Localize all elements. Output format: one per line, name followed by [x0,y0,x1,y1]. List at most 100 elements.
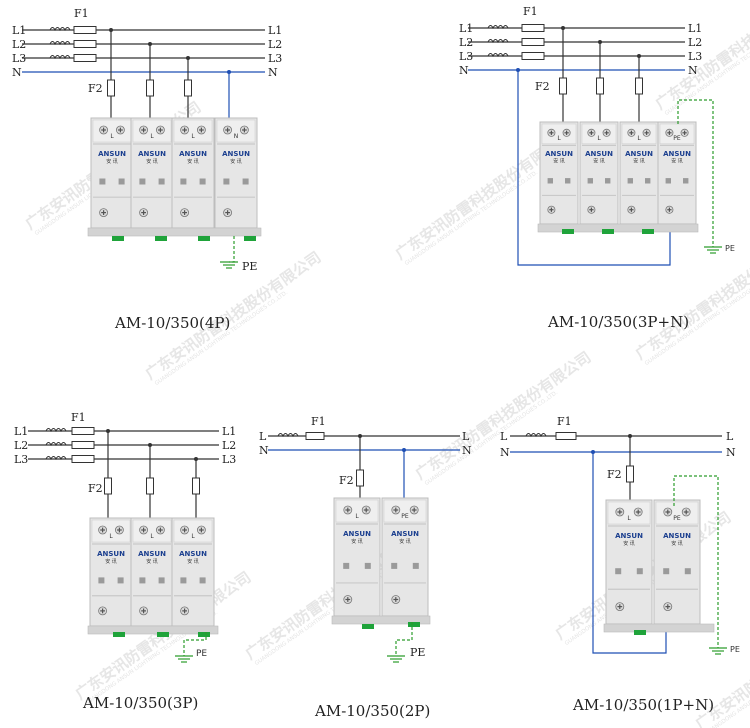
label-l2-right: L2 [268,38,282,51]
label-l1-left: L1 [14,425,28,438]
label-n-right: N [688,64,698,77]
terminal-screw [180,525,190,535]
label-l3-left: L3 [459,50,473,63]
status-window [364,562,371,569]
inductor-symbol [45,456,67,461]
watermark-subtext: GUANGDONG ANSUN LIGHTNING TECHNOLOGIES C… [154,290,289,387]
brand-logo: ANSUN [615,532,643,540]
brand-logo: ANSUN [343,530,371,538]
brand-logo: ANSUN [98,150,126,158]
label-pe: PE [196,649,207,659]
label-n-left: N [500,446,510,459]
inductor-symbol [45,428,67,433]
fuse-f2 [146,477,154,495]
brand-logo: ANSUN [179,150,207,158]
top-terminal-block [335,499,379,523]
din-rail [87,625,219,635]
top-terminal-block [132,519,172,543]
inductor-symbol [487,39,509,44]
watermark-subtext: GUANGDONG ANSUN LIGHTNING TECHNOLOGIES C… [404,170,539,267]
status-window [242,178,249,185]
status-window [684,568,691,575]
fuse-f2 [356,469,364,487]
brand-logo: ANSUN [97,550,125,558]
status-window [199,178,206,185]
terminal-screw [361,505,371,515]
fuse-f2 [184,79,192,97]
terminal-screw [633,507,643,517]
fuse-f2 [104,477,112,495]
terminal-screw [155,525,165,535]
pin-label: PE [401,513,409,520]
status-window [118,178,125,185]
terminal-screw [99,125,108,135]
pin-label: PE [673,515,681,522]
status-window [180,577,187,584]
earth-lead [395,622,413,656]
terminal-screw [139,125,149,135]
label-pe: PE [410,646,425,659]
label-l3-left: L3 [14,453,28,466]
label-f2: F2 [535,80,550,93]
caption-4p: AM-10/350(4P) [114,314,230,332]
pin-label: L [191,133,195,140]
fuse-f1 [71,441,95,449]
pin-label: L [627,515,631,522]
neutral-return [517,70,671,266]
earth-symbol [709,647,727,655]
status-window [139,178,146,185]
caption-3pn: AM-10/350(3P+N) [547,313,689,331]
earth-lead [229,236,235,263]
terminal-screw [627,128,636,137]
top-terminal-block [173,519,213,543]
terminal-screw [547,205,556,214]
fuse-f1 [73,26,97,34]
pin-label: L [557,135,561,142]
din-rail [87,227,262,237]
inductor-symbol [49,41,71,46]
green-terminal [562,229,574,234]
brand-chinese: 安 讯 [146,158,158,165]
terminal-screw [116,125,125,135]
earth-symbol [175,655,193,663]
label-f1: F1 [523,5,538,18]
brand-chinese: 安 讯 [230,158,242,165]
terminal-screw [98,606,107,616]
terminal-screw [665,128,674,137]
top-terminal-block [132,119,172,143]
pin-label: L [150,533,154,540]
brand-logo: ANSUN [138,550,166,558]
label-f2: F2 [607,468,622,481]
inductor-symbol [525,433,547,438]
fuse-f2 [146,79,154,97]
fuse-f1 [521,38,545,46]
pin-label: L [637,135,641,142]
label-l-right: L [462,430,470,443]
label-f2: F2 [88,482,103,495]
inductor-symbol [45,442,67,447]
earth-symbol [220,261,238,269]
fuse-f1 [73,54,97,62]
status-window [605,178,611,184]
caption-1pn: AM-10/350(1P+N) [572,696,714,714]
green-terminal [362,624,374,629]
label-l3-right: L3 [268,52,282,65]
brand-chinese: 安 讯 [671,158,683,165]
green-terminal [155,236,167,241]
terminal-screw [627,205,636,214]
brand-chinese: 安 讯 [553,158,565,165]
status-window [343,562,350,569]
top-terminal-block [383,499,427,523]
pin-label: L [597,135,601,142]
fuse-f2 [192,477,200,495]
terminal-screw [223,125,233,135]
brand-logo: ANSUN [138,150,166,158]
status-window [636,568,643,575]
label-n-left: N [459,64,469,77]
status-window [665,178,671,184]
